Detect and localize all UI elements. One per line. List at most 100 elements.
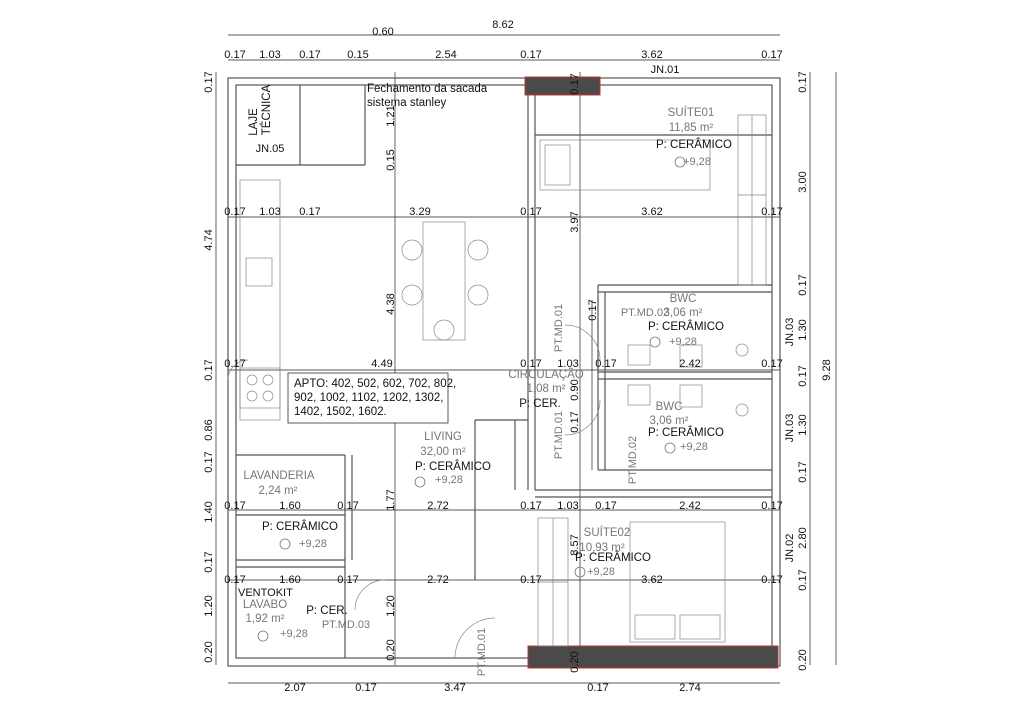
dim-right: 0.17 [797,71,809,92]
dim-right: 1.30 [797,319,809,340]
dim-row3: 0.17 [761,358,782,370]
dim-left: 0.17 [203,359,215,380]
dim-bottom: 2.07 [284,682,305,694]
dim-row4: 0.17 [224,500,245,512]
apto-line: 902, 1002, 1102, 1202, 1302, [294,392,443,404]
dim-inner: 8.57 [569,534,581,555]
window-label: JN.02 [784,534,796,563]
room-floor: P: CERÂMICO [262,520,338,533]
dim-row4: 1.60 [279,500,300,512]
dim-row4: 2.42 [679,500,700,512]
dim-top: 0.15 [347,49,368,61]
dim-inner: 0.17 [569,73,581,94]
door-label: PT.MD.01 [476,628,488,676]
dim-row2: 0.17 [224,206,245,218]
dim-row5: 0.17 [761,574,782,586]
room-level: +9,28 [299,538,327,550]
door-label: PT.MD.02 [621,307,669,319]
dim-top: 0.17 [224,49,245,61]
bed-suite01 [539,139,711,191]
dim-bottom: 2.74 [679,682,700,694]
facade-note: Fechamento da sacada [367,83,488,95]
dim-row4: 0.17 [595,500,616,512]
room-floor: P: CERÂMICO [656,138,732,151]
dim-inner: 1.20 [385,595,397,616]
dim-inner: 0.20 [569,651,581,672]
dim-top: 0.17 [520,49,541,61]
room-floor: P: CERÂMICO [415,460,491,473]
dim-inner: 0.20 [385,639,397,660]
dim-row5: 0.17 [337,574,358,586]
room-area: 3,06 m² [650,415,689,427]
dim-row5: 0.17 [224,574,245,586]
dim-row2: 1.03 [259,206,280,218]
dim-bottom: 3.47 [444,682,465,694]
wardrobe-suite01 [737,114,767,286]
dim-inner: 0.17 [569,411,581,432]
room-area: 1,92 m² [246,613,285,625]
dim-top-060: 0.60 [372,26,393,38]
solid-wall-bottom [527,645,779,669]
window-label: JN.05 [256,143,285,155]
kitchen-counter [239,179,281,421]
dim-left: 1.40 [203,501,215,522]
dim-inner: 1.21 [385,105,397,126]
dim-row5: 2.72 [427,574,448,586]
door-label: PT.MD.02 [627,436,639,484]
room-level: +9,28 [683,156,711,168]
apto-line: APTO: 402, 502, 602, 702, 802, [294,378,456,390]
dim-inner: 3.97 [569,211,581,232]
dim-left: 0.20 [203,641,215,662]
room-level: +9,28 [669,336,697,348]
dim-left: 0.17 [203,551,215,572]
door-label: PT.MD.03 [322,619,370,631]
dim-right: 0.20 [797,649,809,670]
room-level: +9,28 [280,628,308,640]
dim-right: 0.17 [797,274,809,295]
apto-box [287,372,449,424]
dim-top: 0.17 [299,49,320,61]
laje-label: TÉCNICA [260,84,273,135]
facade-note: sistema stanley [367,97,447,109]
dim-right-total: 9.28 [821,359,833,380]
dim-row2: 0.17 [520,206,541,218]
dim-row4: 0.17 [337,500,358,512]
room-area: 1,08 m² [527,383,566,395]
ventokit-label: VENTOKIT [238,587,293,599]
room-name: BWC [656,401,683,413]
room-name: SUÍTE02 [584,526,631,539]
dim-row5: 0.17 [520,574,541,586]
dim-right: 0.17 [797,365,809,386]
laje-label: LAJE [248,108,260,136]
dim-bottom: 0.17 [355,682,376,694]
dim-row5: 3.62 [641,574,662,586]
room-area: 11,85 m² [669,122,714,134]
room-level: +9,28 [435,474,463,486]
dim-top: 0.17 [761,49,782,61]
dim-row3: 0.17 [520,358,541,370]
dim-inner: 4.38 [385,293,397,314]
wardrobe-suite02 [537,517,569,647]
dim-inner: 0.17 [587,299,599,320]
dimension-lines [215,34,837,684]
dim-inner: 1.77 [385,489,397,510]
dim-left: 0.86 [203,419,215,440]
room-level: +9,28 [587,566,615,578]
dim-row5: 1.60 [279,574,300,586]
dim-right: 2.80 [797,527,809,548]
room-name: LIVING [424,431,462,443]
dim-top: 1.03 [259,49,280,61]
dim-row2: 0.17 [299,206,320,218]
walls [227,77,781,667]
dim-left: 1.20 [203,595,215,616]
dim-row4: 0.17 [761,500,782,512]
room-floor: P: CERÂMICO [648,320,724,333]
dim-right: 1.30 [797,414,809,435]
door-label: PT.MD.01 [553,304,565,352]
dim-row2: 3.62 [641,206,662,218]
room-area: 10,93 m² [579,542,625,554]
dim-row2: 0.17 [761,206,782,218]
window-label: JN.01 [651,64,680,76]
room-floor: P: CERÂMICO [575,551,651,564]
